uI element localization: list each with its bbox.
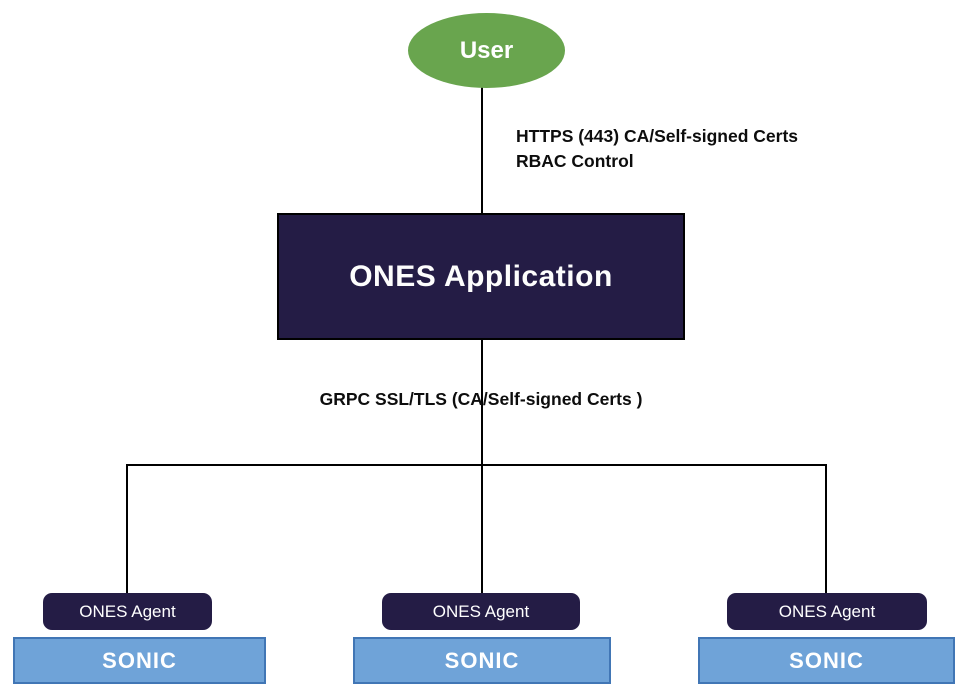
- ones-agent-node-middle: ONES Agent: [382, 593, 580, 630]
- ones-agent-node-right: ONES Agent: [727, 593, 927, 630]
- user-node: User: [408, 13, 565, 88]
- sonic-label: SONIC: [789, 647, 864, 673]
- branch-horizontal-line: [126, 464, 827, 466]
- ones-agent-label: ONES Agent: [432, 601, 530, 621]
- ones-agent-label: ONES Agent: [778, 601, 876, 621]
- ones-agent-label: ONES Agent: [79, 601, 176, 621]
- ones-application-node: ONES Application: [277, 213, 685, 340]
- sonic-node-right: SONIC: [698, 637, 955, 684]
- edge-app-agents-label: GRPC SSL/TLS (CA/Self-signed Certs ): [319, 389, 643, 409]
- user-node-label: User: [459, 36, 514, 64]
- sonic-node-left: SONIC: [13, 637, 266, 684]
- edge-user-app-label-line1: HTTPS (443) CA/Self-signed Certs: [516, 126, 798, 146]
- branch-left-drop-line: [126, 464, 128, 593]
- branch-right-drop-line: [825, 464, 827, 593]
- edge-user-app-label-line2: RBAC Control: [516, 151, 634, 171]
- sonic-label: SONIC: [444, 647, 520, 673]
- edge-user-app-label: HTTPS (443) CA/Self-signed Certs RBAC Co…: [516, 124, 798, 174]
- sonic-label: SONIC: [102, 647, 177, 673]
- ones-agent-node-left: ONES Agent: [43, 593, 212, 630]
- sonic-node-middle: SONIC: [353, 637, 611, 684]
- edge-app-trunk-line: [481, 340, 483, 593]
- ones-application-label: ONES Application: [349, 259, 613, 293]
- edge-user-to-app-line: [481, 87, 483, 213]
